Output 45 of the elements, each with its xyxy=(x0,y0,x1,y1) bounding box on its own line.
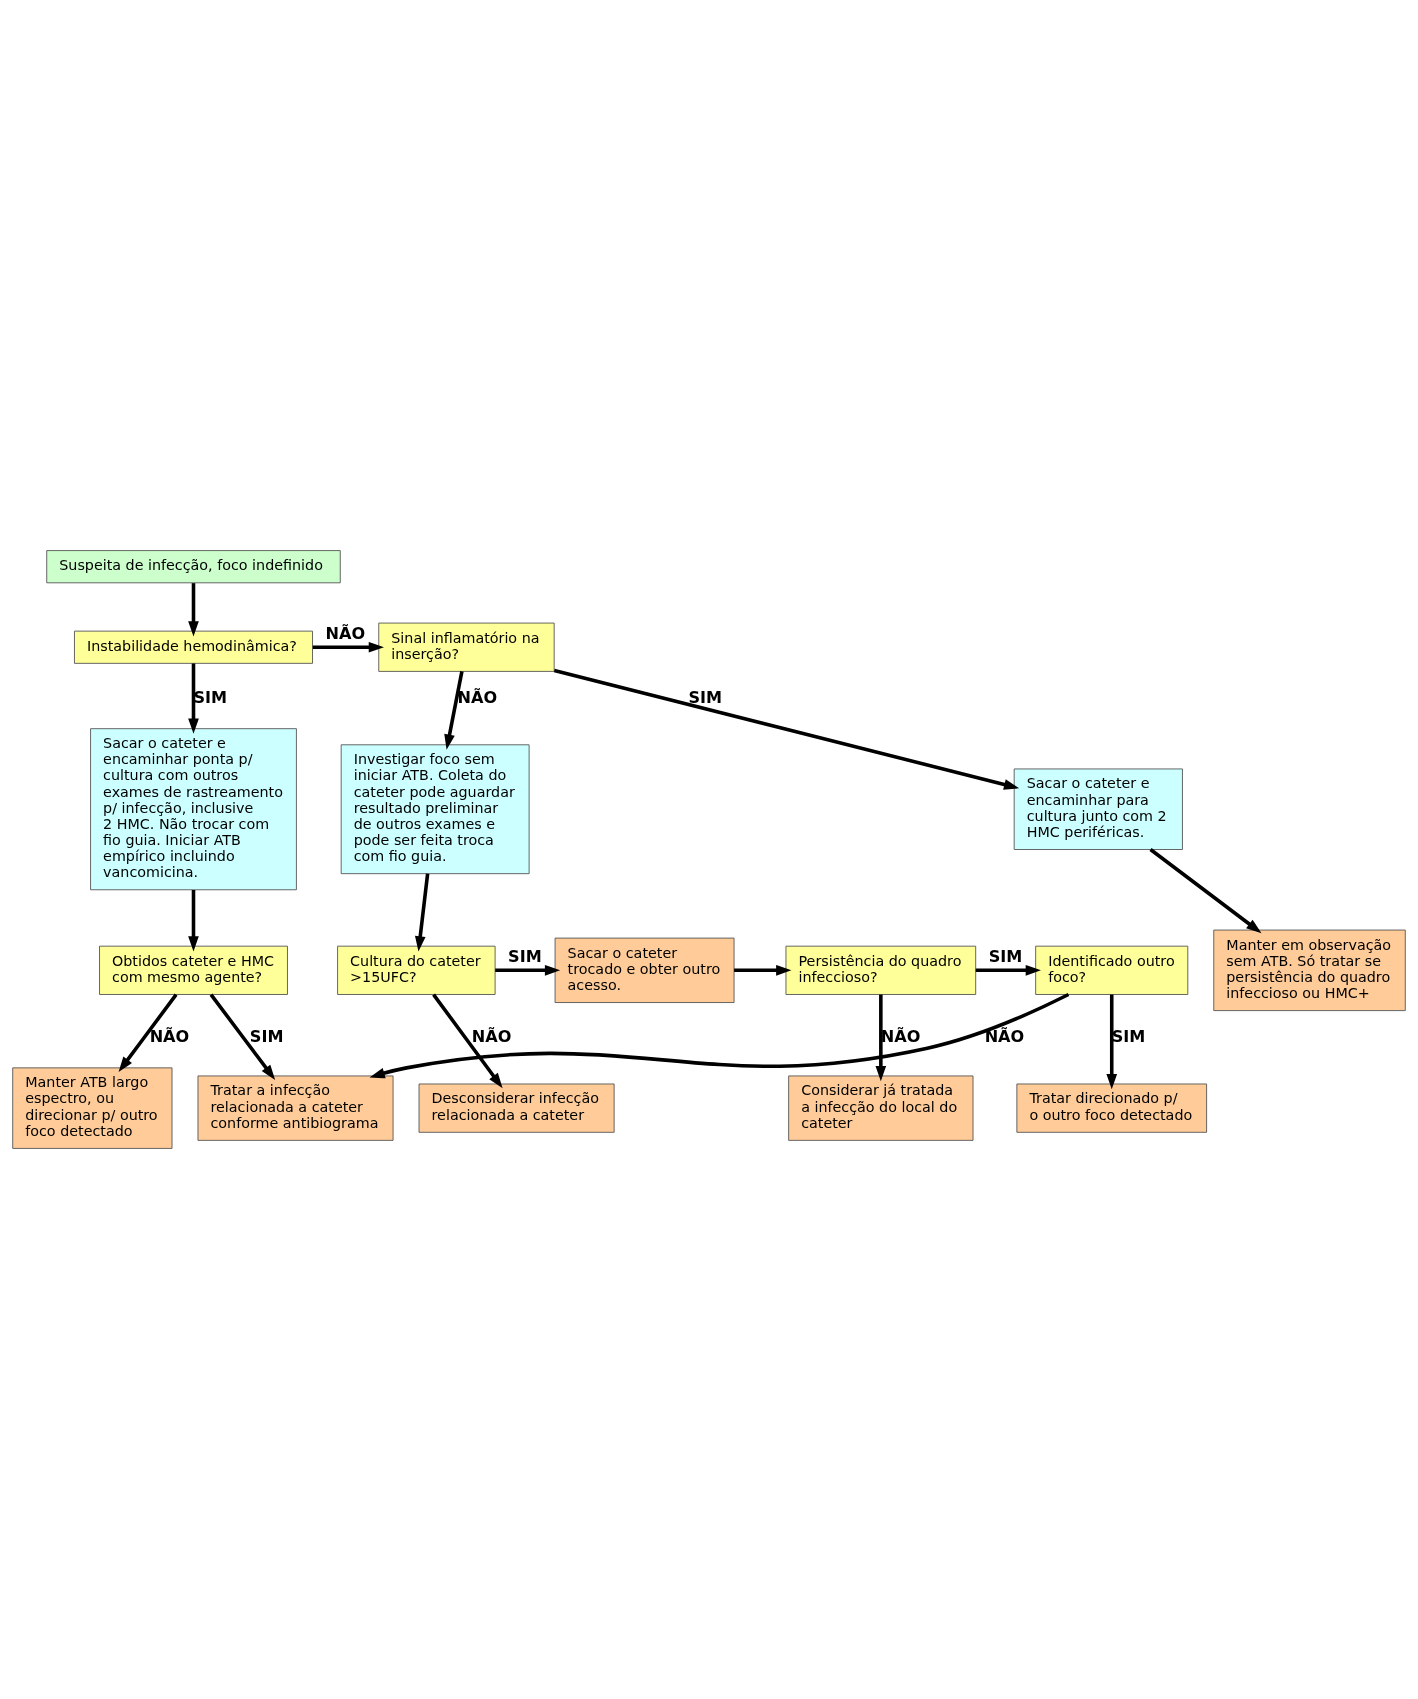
node-box: Considerar já tratada a infecção do local do cateter xyxy=(788,1075,974,1141)
arrow xyxy=(1106,994,1118,1090)
arrow xyxy=(553,668,1020,790)
edge-label: NÃO xyxy=(149,1027,190,1047)
node-box: Sacar o cateter e encaminhar ponta p/ cultura com outros exames de rastreamento p/ infecção, inclusive 2 HMC. Não trocar com fio guia. Iniciar ATB empírico incluindo vancomicina. xyxy=(90,728,297,891)
node-box: Manter ATB largo espectro, ou direcionar p/ outro foco detectado xyxy=(12,1067,173,1149)
arrow xyxy=(414,873,430,952)
arrow xyxy=(188,890,199,952)
edge-label: SIM xyxy=(249,1027,284,1047)
arrow xyxy=(432,993,503,1089)
arrow xyxy=(495,964,561,976)
arrow xyxy=(734,964,792,976)
edge-label: SIM xyxy=(1111,1027,1146,1047)
arrow xyxy=(188,583,199,637)
arrow xyxy=(118,993,178,1073)
edge-label: NÃO xyxy=(471,1027,512,1047)
node-box: Suspeita de infecção, foco indefinido xyxy=(46,550,341,584)
node-box: Cultura do cateter >15UFC? xyxy=(337,945,496,995)
arrow xyxy=(188,663,199,734)
node-box: Identificado outro foco? xyxy=(1035,945,1189,995)
arrow xyxy=(975,964,1041,976)
node-box: Desconsiderar infecção relacionada a cateter xyxy=(418,1083,615,1133)
node-box: Manter em observação sem ATB. Só tratar se persistência do quadro infeccioso ou HMC+ xyxy=(1213,929,1406,1012)
edge-label: SIM xyxy=(988,946,1023,966)
arrow xyxy=(1149,848,1262,934)
node-box: Tratar direcionado p/ o outro foco detectado xyxy=(1016,1083,1208,1133)
edge-label: NÃO xyxy=(325,623,366,643)
edge-label: SIM xyxy=(193,688,228,708)
edge-label: NÃO xyxy=(984,1027,1025,1047)
node-box: Instabilidade hemodinâmica? xyxy=(74,630,313,664)
node-box: Persistência do quadro infeccioso? xyxy=(785,945,977,995)
node-box: Sinal inflamatório na inserção? xyxy=(378,622,555,672)
arrow xyxy=(444,671,464,750)
arrow xyxy=(369,992,1070,1079)
node-box: Tratar a infecção relacionada a cateter conforme antibiograma xyxy=(197,1075,394,1141)
node-box: Sacar o cateter trocado e obter outro acesso. xyxy=(554,937,735,1003)
arrow xyxy=(312,641,384,653)
node-box: Investigar foco sem iniciar ATB. Coleta do cateter pode aguardar resultado preliminar de outros exames e pode ser feita troca com fio guia. xyxy=(340,744,530,875)
edge-label: NÃO xyxy=(457,688,498,708)
edge-label: SIM xyxy=(508,946,542,966)
node-box: Sacar o cateter e encaminhar para cultura junto com 2 HMC periféricas. xyxy=(1013,768,1183,850)
arrow xyxy=(875,994,887,1082)
node-box: Obtidos cateter e HMC com mesmo agente? xyxy=(99,945,288,995)
edge-label: SIM xyxy=(688,688,723,708)
arrow xyxy=(209,993,276,1081)
